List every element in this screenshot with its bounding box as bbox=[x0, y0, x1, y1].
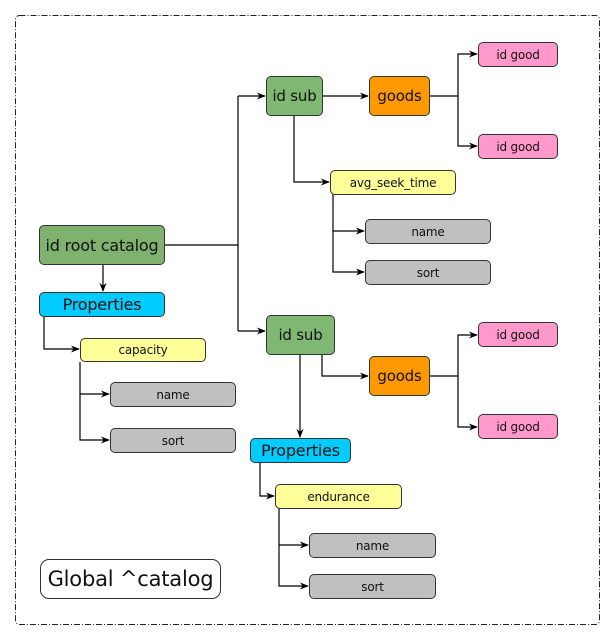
root-catalog-node[interactable]: id root catalog bbox=[39, 225, 165, 265]
root-properties-label: Properties bbox=[62, 295, 142, 314]
avg-seek-time-name-field-node[interactable]: name bbox=[365, 219, 491, 244]
edge-properties-to-capacity bbox=[43, 317, 80, 353]
capacity-attribute-node[interactable]: capacity bbox=[80, 338, 206, 362]
diagram-frame bbox=[15, 15, 600, 625]
sub2-good-a-node[interactable]: id good bbox=[478, 322, 558, 347]
edge-avg-seek-time-to-sort bbox=[332, 231, 365, 276]
edge-goods2-to-good-b bbox=[457, 376, 478, 431]
avg-seek-time-sort-field-node[interactable]: sort bbox=[365, 260, 491, 285]
endurance-name-field-node[interactable]: name bbox=[309, 533, 436, 558]
endurance-sort-label: sort bbox=[361, 579, 384, 594]
sub1-goods-node[interactable]: goods bbox=[369, 76, 430, 116]
sub2-goods-label: goods bbox=[377, 367, 422, 385]
sub2-properties-node[interactable]: Properties bbox=[250, 438, 351, 463]
edge-goods1-to-good-a bbox=[457, 50, 478, 96]
edge-sub2-to-goods2 bbox=[321, 355, 369, 380]
endurance-sort-field-node[interactable]: sort bbox=[309, 574, 436, 599]
edge-sub1-to-avg-seek-time bbox=[293, 116, 330, 186]
edge-capacity-to-name bbox=[79, 362, 110, 398]
capacity-sort-field-node[interactable]: sort bbox=[110, 428, 236, 453]
endurance-attribute-node[interactable]: endurance bbox=[275, 484, 402, 509]
sub1-good-b-node[interactable]: id good bbox=[478, 134, 558, 159]
sub1-good-b-label: id good bbox=[496, 139, 540, 154]
endurance-name-label: name bbox=[355, 538, 390, 553]
global-title-label: Global ^catalog bbox=[47, 567, 214, 591]
sub1-good-a-label: id good bbox=[496, 47, 540, 62]
edge-properties2-to-endurance bbox=[259, 463, 275, 500]
root-properties-node[interactable]: Properties bbox=[39, 292, 165, 317]
capacity-name-field-node[interactable]: name bbox=[110, 382, 236, 407]
sub2-good-a-label: id good bbox=[496, 327, 540, 342]
global-title-box: Global ^catalog bbox=[40, 559, 221, 599]
endurance-label: endurance bbox=[307, 489, 370, 504]
avg-seek-time-label: avg_seek_time bbox=[349, 175, 437, 190]
sub2-goods-node[interactable]: goods bbox=[369, 356, 430, 396]
sub1-goods-label: goods bbox=[377, 87, 422, 105]
edge-goods1-to-good-b bbox=[457, 96, 478, 150]
edge-goods2-to-good-a bbox=[457, 331, 478, 376]
edge-endurance-to-name bbox=[278, 508, 309, 549]
avg-seek-time-sort-label: sort bbox=[416, 265, 440, 280]
avg-seek-time-name-label: name bbox=[411, 224, 445, 239]
sub1-good-a-node[interactable]: id good bbox=[478, 42, 558, 67]
root-catalog-label: id root catalog bbox=[45, 235, 159, 255]
avg-seek-time-attribute-node[interactable]: avg_seek_time bbox=[330, 170, 456, 195]
capacity-label: capacity bbox=[118, 343, 168, 357]
sub2-node[interactable]: id sub bbox=[266, 315, 335, 355]
sub2-good-b-label: id good bbox=[496, 419, 540, 434]
edge-endurance-to-sort bbox=[278, 545, 309, 590]
sub2-properties-label: Properties bbox=[261, 441, 340, 460]
sub2-good-b-node[interactable]: id good bbox=[478, 414, 558, 439]
edge-avg-seek-time-to-name bbox=[332, 194, 365, 235]
capacity-sort-label: sort bbox=[161, 433, 185, 448]
sub1-node[interactable]: id sub bbox=[266, 76, 323, 116]
sub1-label: id sub bbox=[272, 87, 317, 105]
edge-capacity-to-sort bbox=[79, 394, 110, 444]
capacity-name-label: name bbox=[156, 387, 190, 402]
sub2-label: id sub bbox=[278, 326, 323, 344]
